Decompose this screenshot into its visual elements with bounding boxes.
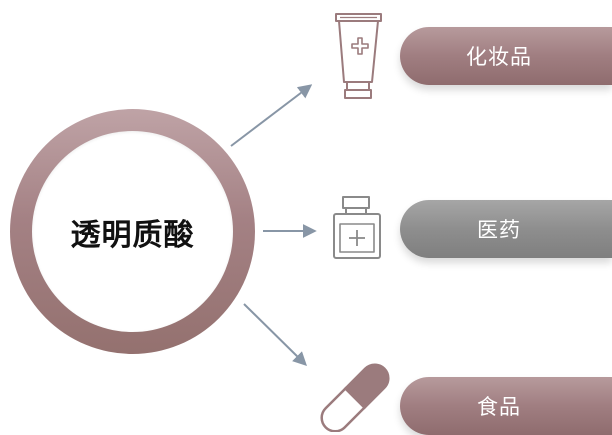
label-food-text: 食品 [477,395,521,419]
label-medicine: 医药 [400,200,612,258]
center-label: 透明质酸 [70,217,195,253]
label-medicine-text: 医药 [477,218,521,242]
arrow-to-cosmetics [230,84,313,147]
label-cosmetics-text: 化妆品 [466,45,532,69]
medicine-bottle-icon [333,196,381,259]
label-food: 食品 [400,377,612,435]
capsule-icon [320,363,390,432]
tube-icon [335,13,382,99]
label-cosmetics: 化妆品 [400,27,612,85]
arrow-to-food [243,303,307,366]
center-circle [32,131,233,332]
